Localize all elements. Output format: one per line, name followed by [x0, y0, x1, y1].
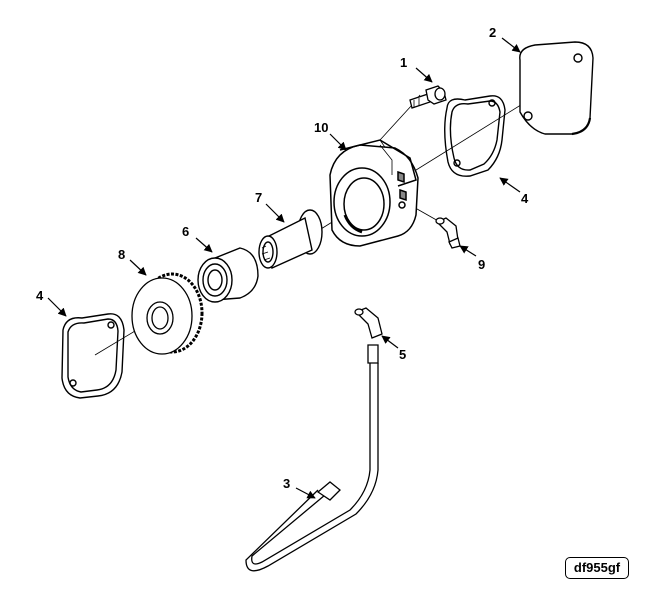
leader-arrow-6: [195, 237, 213, 253]
housing-part-10: [330, 140, 418, 246]
callout-2: 2: [489, 25, 496, 40]
figure-code-label: df955gf: [565, 557, 629, 579]
callout-7: 7: [255, 190, 262, 205]
leader-arrows: [47, 37, 521, 499]
gear-part-8: [132, 274, 202, 354]
callout-9: 9: [478, 257, 485, 272]
cover-plate-part-2: [520, 42, 593, 134]
elbow-fitting-part-5: [355, 308, 382, 338]
callout-8: 8: [118, 247, 125, 262]
callout-4-left: 4: [36, 288, 44, 303]
callout-4-right: 4: [521, 191, 529, 206]
callout-1: 1: [400, 55, 407, 70]
shaft-sleeve-part-7: [259, 210, 322, 268]
callout-6: 6: [182, 224, 189, 239]
leader-arrow-1: [415, 67, 433, 83]
leader-arrow-2: [501, 37, 521, 53]
leader-arrow-3: [295, 487, 316, 499]
oil-tube-part-3: [246, 345, 378, 571]
bearing-part-6: [198, 248, 258, 302]
bolt-part-1: [410, 86, 446, 108]
callout-labels: 1 2 3 4 4 5 6 7 8 9 10: [36, 25, 529, 491]
callout-10: 10: [314, 120, 328, 135]
gasket-part-4-right: [445, 96, 505, 176]
leader-arrow-4-right: [499, 177, 521, 193]
leader-arrow-9: [459, 245, 477, 257]
leader-arrow-5: [381, 335, 399, 349]
leader-arrow-7: [265, 203, 285, 223]
leader-arrow-8: [129, 259, 147, 276]
leader-arrow-10: [329, 133, 347, 151]
elbow-fitting-part-9: [436, 218, 460, 248]
callout-3: 3: [283, 476, 290, 491]
leader-arrow-4-left: [47, 297, 67, 317]
gasket-part-4-left: [62, 314, 124, 398]
callout-5: 5: [399, 347, 406, 362]
